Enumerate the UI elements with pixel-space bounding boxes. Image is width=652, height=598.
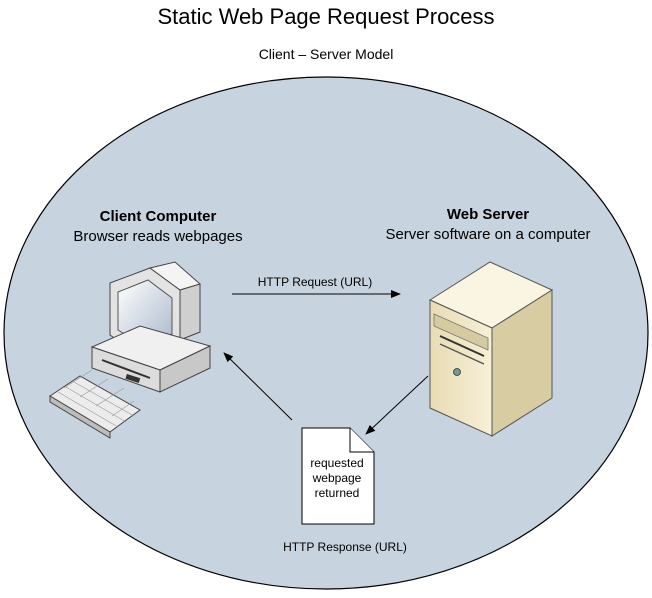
web-server-title: Web Server bbox=[446, 206, 530, 223]
client-computer-icon bbox=[49, 261, 212, 439]
web-server-description: Server software on a computer bbox=[385, 226, 591, 243]
page-title: Static Web Page Request Process bbox=[157, 4, 495, 29]
network-ellipse bbox=[3, 76, 649, 590]
server-to-document-arrow bbox=[365, 375, 429, 435]
client-computer-description: Browser reads webpages bbox=[73, 228, 243, 245]
webpage-document-icon bbox=[301, 427, 375, 525]
page-subtitle: Client – Server Model bbox=[258, 46, 394, 62]
http-request-label: HTTP Request (URL) bbox=[257, 275, 373, 289]
document-label: requested webpage returned bbox=[310, 456, 364, 500]
http-response-label: HTTP Response (URL) bbox=[283, 540, 407, 554]
document-to-client-arrow bbox=[223, 352, 293, 421]
web-server-icon bbox=[428, 261, 554, 437]
client-computer-title: Client Computer bbox=[99, 208, 217, 225]
